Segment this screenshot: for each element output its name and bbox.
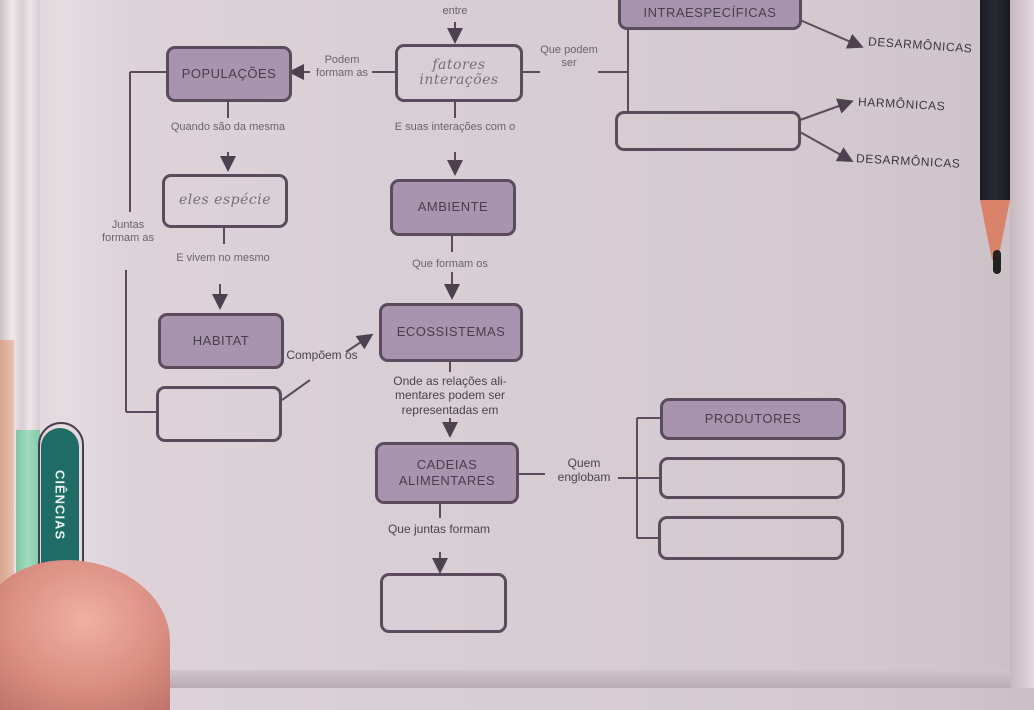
- box-especie[interactable]: eles espécie: [162, 174, 288, 228]
- page-bottom-shadow: [110, 670, 1010, 688]
- label-relacoes-alimentares: Onde as relações ali- mentares podem ser…: [393, 374, 507, 417]
- label-vivem-mesmo: E vivem no mesmo: [176, 252, 270, 264]
- label-que-podem-ser: Que podem ser: [540, 44, 598, 70]
- label-que-juntas-formam: Que juntas formam: [387, 522, 491, 536]
- label-compoem: Compõem os: [286, 348, 358, 362]
- subject-tab-label: CIÊNCIAS: [52, 469, 68, 541]
- box-intraespecificas: INTRAESPECÍFICAS: [618, 0, 802, 30]
- pencil-tip: [993, 250, 1001, 274]
- thumb: [0, 560, 170, 710]
- box-interespecificas[interactable]: [615, 111, 801, 151]
- pencil-body: [980, 0, 1010, 200]
- label-que-formam-os: Que formam os: [412, 258, 488, 270]
- label-entre: entre: [442, 5, 468, 17]
- box-comunidades[interactable]: [156, 386, 282, 442]
- box-label: AMBIENTE: [417, 199, 489, 215]
- box-seres-vivos[interactable]: fatores interações: [395, 44, 523, 102]
- box-label: PRODUTORES: [704, 410, 802, 426]
- box-label: HABITAT: [192, 332, 250, 348]
- box-label: POPULAÇÕES: [181, 65, 277, 81]
- box-label: CADEIAS ALIMENTARES: [398, 456, 496, 488]
- box-teias-alimentares[interactable]: [380, 573, 507, 633]
- label-quando-mesma: Quando são da mesma: [170, 121, 286, 133]
- label-podem-formar: Podem formam as: [316, 54, 368, 80]
- box-label: INTRAESPECÍFICAS: [643, 5, 777, 21]
- box-ambiente: AMBIENTE: [390, 179, 516, 236]
- page-edge-orange: [0, 340, 14, 600]
- box-decompositores[interactable]: [658, 516, 844, 560]
- box-label: ECOSSISTEMAS: [396, 324, 506, 340]
- box-cadeias-alimentares: CADEIAS ALIMENTARES: [375, 442, 519, 504]
- subject-tab: [41, 428, 79, 586]
- connector-lines: [125, 19, 864, 574]
- label-juntas-formam: Juntas formam as: [102, 219, 154, 245]
- handwritten-answer: fatores interações: [419, 56, 499, 88]
- box-populacoes: POPULAÇÕES: [166, 46, 292, 102]
- right-page-edge: [1010, 0, 1034, 688]
- box-produtores: PRODUTORES: [660, 398, 846, 440]
- handwritten-answer: eles espécie: [178, 192, 271, 209]
- label-suas-interacoes: E suas interações com o: [394, 121, 516, 133]
- box-consumidores[interactable]: [659, 457, 845, 499]
- box-ecossistemas: ECOSSISTEMAS: [379, 303, 523, 362]
- label-quem-englobam: Quem englobam: [557, 456, 611, 485]
- box-habitat: HABITAT: [158, 313, 284, 369]
